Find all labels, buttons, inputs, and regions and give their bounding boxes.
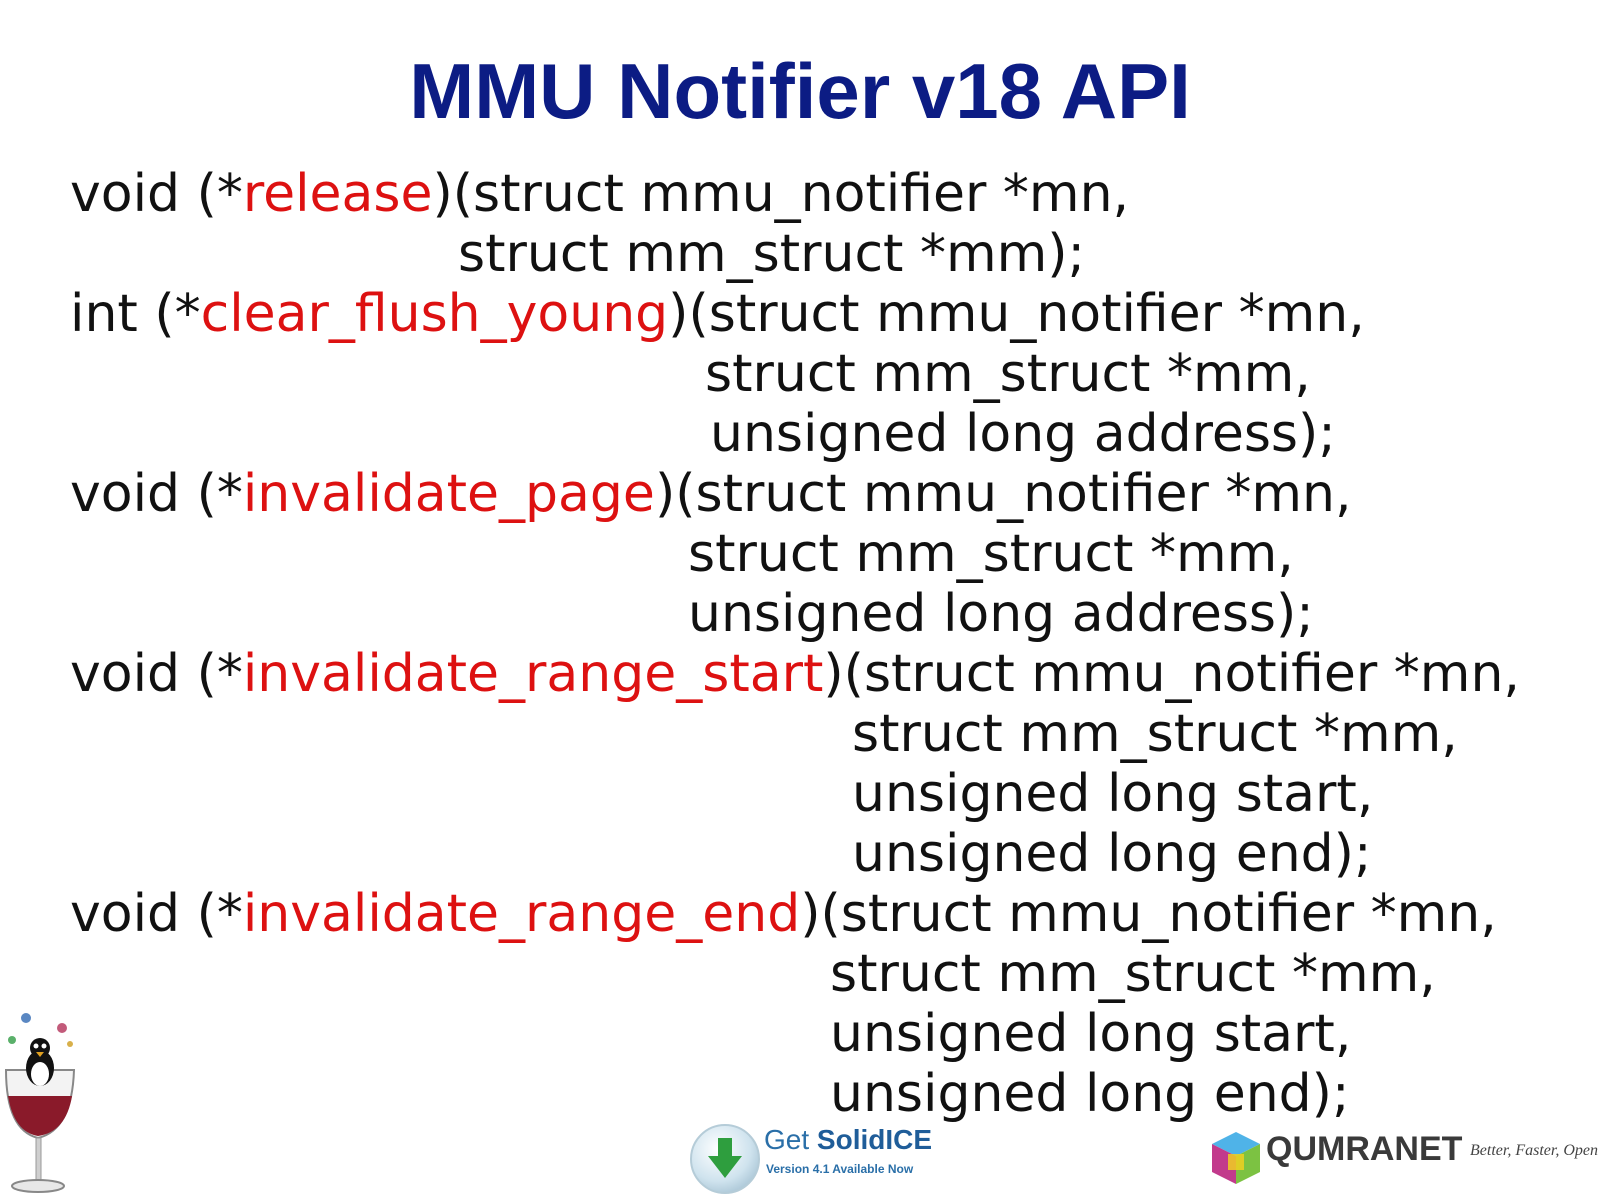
penguin-wine-glass-icon [4, 1013, 76, 1193]
code-text: struct mm_struct *mm, [852, 704, 1458, 764]
code-prefix: void (* [70, 884, 243, 944]
code-line-invalidate-range-end-2: struct mm_struct *mm, [830, 948, 1436, 1000]
function-name: invalidate_range_start [242, 644, 824, 704]
code-prefix: int (* [70, 284, 201, 344]
code-suffix: )(struct mmu_notifier *mn, [823, 644, 1520, 704]
code-suffix: )(struct mmu_notifier *mn, [654, 464, 1352, 524]
code-text: struct mm_struct *mm); [458, 224, 1086, 284]
code-suffix: )(struct mmu_notifier *mn, [668, 284, 1365, 344]
code-line-invalidate-range-end-3: unsigned long start, [830, 1008, 1351, 1060]
solidice-version: Version 4.1 Available Now [766, 1162, 914, 1176]
code-text: unsigned long start, [852, 764, 1374, 824]
code-prefix: void (* [70, 164, 243, 224]
code-text: struct mm_struct *mm, [830, 944, 1436, 1004]
code-suffix: )(struct mmu_notifier *mn, [800, 884, 1497, 944]
code-text: unsigned long end); [852, 824, 1372, 884]
get-solidice-logo: Get SolidICE Version 4.1 Available Now [690, 1124, 950, 1194]
qumranet-cube-icon [1212, 1132, 1260, 1184]
code-line-invalidate-range-start-3: unsigned long start, [852, 768, 1373, 820]
code-line-release-1: void (*release)(struct mmu_notifier *mn, [70, 168, 1129, 220]
code-line-invalidate-range-end-4: unsigned long end); [830, 1068, 1349, 1120]
qumranet-logo: QUMRANET Better, Faster, Open [1208, 1128, 1600, 1198]
code-text: struct mm_struct *mm, [688, 524, 1294, 584]
code-line-invalidate-range-end-1: void (*invalidate_range_end)(struct mmu_… [70, 888, 1497, 940]
solidice-name: SolidICE [816, 1124, 933, 1155]
solidice-headline: Get SolidICE [764, 1124, 932, 1156]
function-name: invalidate_page [242, 464, 655, 524]
function-name: release [242, 164, 433, 224]
penguin-wine-glass-logo [0, 1010, 90, 1200]
qumranet-name: QUMRANET [1266, 1130, 1463, 1168]
code-prefix: void (* [70, 464, 243, 524]
code-line-invalidate-range-start-4: unsigned long end); [852, 828, 1371, 880]
qumranet-tagline: Better, Faster, Open [1470, 1142, 1598, 1159]
code-line-clear-flush-young-3: unsigned long address); [710, 408, 1336, 460]
code-line-invalidate-page-2: struct mm_struct *mm, [688, 528, 1294, 580]
solidice-get: Get [764, 1124, 817, 1155]
code-prefix: void (* [70, 644, 243, 704]
code-line-invalidate-page-1: void (*invalidate_page)(struct mmu_notif… [70, 468, 1352, 520]
code-line-invalidate-page-3: unsigned long address); [688, 588, 1314, 640]
code-line-invalidate-range-start-2: struct mm_struct *mm, [852, 708, 1458, 760]
code-line-invalidate-range-start-1: void (*invalidate_range_start)(struct mm… [70, 648, 1520, 700]
code-suffix: )(struct mmu_notifier *mn, [432, 164, 1130, 224]
download-arrow-icon [690, 1124, 760, 1194]
code-line-clear-flush-young-1: int (*clear_flush_young)(struct mmu_noti… [70, 288, 1365, 340]
code-text: struct mm_struct *mm, [705, 344, 1311, 404]
code-line-clear-flush-young-2: struct mm_struct *mm, [705, 348, 1311, 400]
code-text: unsigned long address); [710, 404, 1336, 464]
code-text: unsigned long end); [830, 1064, 1350, 1124]
code-text: unsigned long start, [830, 1004, 1352, 1064]
function-name: invalidate_range_end [242, 884, 801, 944]
function-name: clear_flush_young [200, 284, 669, 344]
code-line-release-2: struct mm_struct *mm); [458, 228, 1085, 280]
slide-title: MMU Notifier v18 API [409, 47, 1191, 135]
code-text: unsigned long address); [688, 584, 1314, 644]
